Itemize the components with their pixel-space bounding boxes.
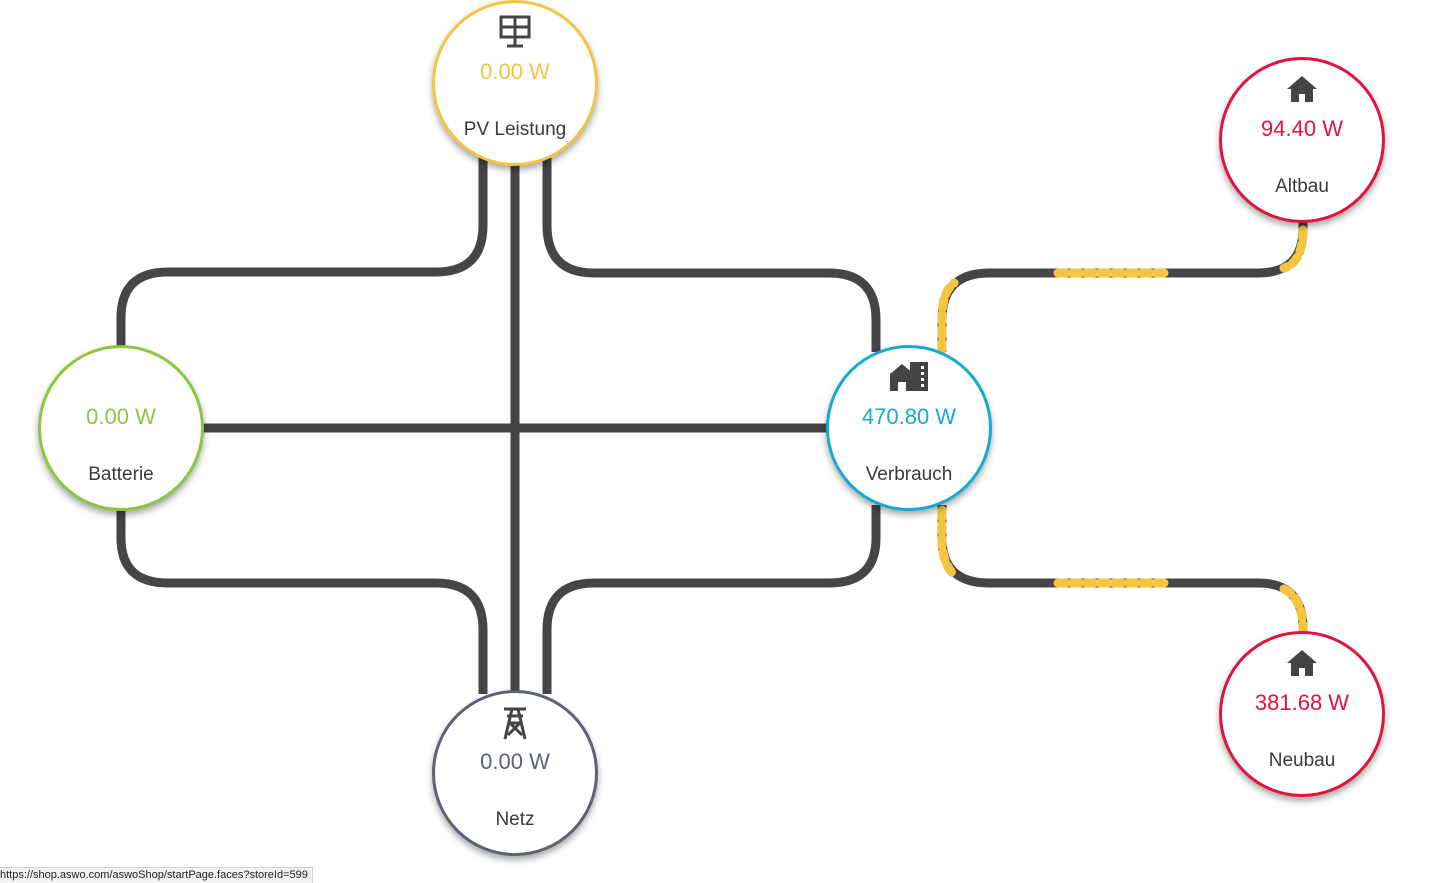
consumption-value: 470.80 W (861, 404, 957, 429)
neubau-label: Neubau (1268, 750, 1336, 771)
transmission-tower-icon (435, 705, 595, 741)
flow-dots-altbau-vertical (1279, 225, 1308, 273)
line-battery-grid (116, 510, 488, 694)
buildings-icon (829, 360, 989, 392)
neubau-node[interactable]: 381.68 W Neubau (1219, 631, 1385, 797)
flow-dots-consumption-down (937, 505, 959, 580)
line-grid-consumption (542, 505, 881, 694)
consumption-node[interactable]: 470.80 W Verbrauch (826, 345, 992, 511)
line-consumption-altbau (937, 216, 1308, 352)
pv-value: 0.00 W (480, 59, 550, 84)
altbau-label: Altbau (1275, 176, 1329, 197)
altbau-node[interactable]: 94.40 W Altbau (1219, 57, 1385, 223)
grid-node[interactable]: 0.00 W Netz (432, 690, 598, 856)
status-bar-url: https://shop.aswo.com/aswoShop/startPage… (0, 867, 313, 883)
pv-label: PV Leistung (463, 119, 567, 140)
battery-value: 0.00 W (86, 404, 156, 429)
altbau-value: 94.40 W (1261, 116, 1343, 141)
battery-label: Batterie (88, 464, 154, 485)
flow-dots-neubau-vertical (1279, 584, 1308, 635)
grid-value: 0.00 W (480, 749, 550, 774)
line-pv-consumption (542, 158, 881, 352)
line-pv-battery (116, 158, 488, 350)
home-icon (1222, 74, 1382, 104)
line-consumption-neubau (937, 505, 1308, 636)
solar-panel-icon (435, 15, 595, 49)
neubau-value: 381.68 W (1254, 690, 1350, 715)
battery-node[interactable]: 0.00 W Batterie (38, 345, 204, 511)
flow-dots-consumption-up (937, 278, 959, 355)
pv-node[interactable]: 0.00 W PV Leistung (432, 0, 598, 166)
home-icon (1222, 648, 1382, 678)
grid-label: Netz (495, 809, 535, 830)
consumption-label: Verbrauch (865, 464, 953, 485)
